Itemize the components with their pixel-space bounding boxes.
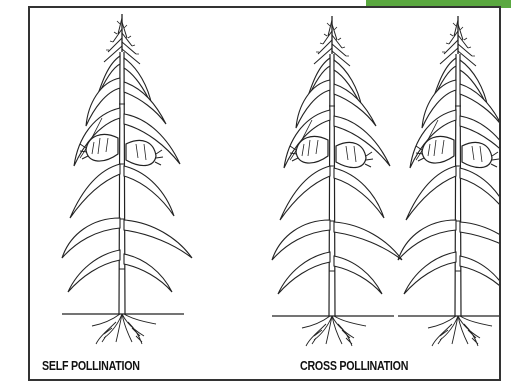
corn-plant-cross-2 [398, 16, 499, 346]
cross-pollination-caption: CROSS POLLINATION [300, 358, 408, 373]
corn-plant-cross-1 [272, 16, 402, 346]
self-pollination-caption: SELF POLLINATION [42, 358, 140, 373]
corn-plant-self [62, 14, 192, 344]
corn-plants-illustration [30, 8, 499, 379]
pollination-figure: SELF POLLINATION CROSS POLLINATION [28, 6, 501, 381]
